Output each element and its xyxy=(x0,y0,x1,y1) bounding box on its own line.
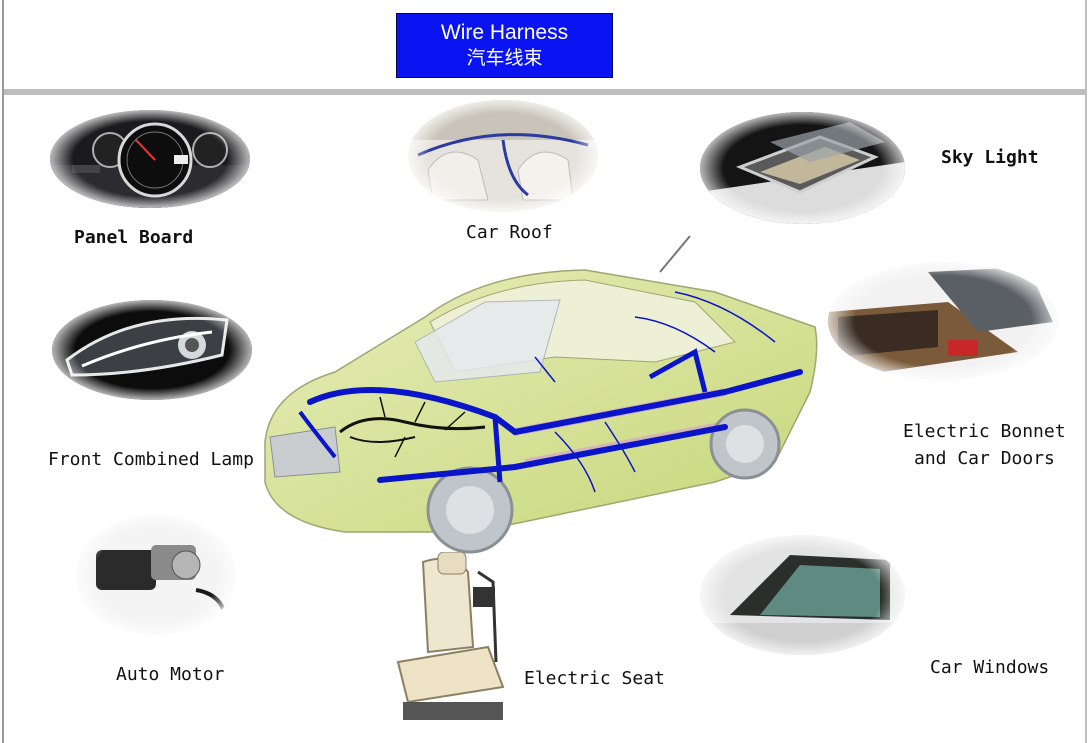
title-english: Wire Harness xyxy=(440,21,569,44)
left-border xyxy=(2,0,4,743)
electric-bonnet-label-line2: and Car Doors xyxy=(914,448,1055,469)
electric-seat-label: Electric Seat xyxy=(524,668,665,689)
car-roof-image xyxy=(408,100,598,212)
panel-board-label: Panel Board xyxy=(74,227,194,248)
front-lamp-image xyxy=(52,300,252,400)
header-divider xyxy=(4,89,1085,95)
electric-bonnet-image xyxy=(828,262,1058,380)
auto-motor-label: Auto Motor xyxy=(116,664,225,685)
car-windows-image xyxy=(700,535,905,655)
title-chinese: 汽车线束 xyxy=(466,47,543,69)
right-border xyxy=(1085,0,1087,743)
car-wire-harness-illustration xyxy=(255,232,820,566)
electric-bonnet-label-line1: Electric Bonnet xyxy=(903,421,1066,442)
front-combined-lamp-label: Front Combined Lamp xyxy=(48,449,254,470)
sky-light-image xyxy=(700,112,905,224)
sky-light-label: Sky Light xyxy=(941,147,1039,168)
car-roof-label: Car Roof xyxy=(466,222,553,243)
electric-seat-image xyxy=(378,551,518,730)
panel-board-image xyxy=(50,110,250,208)
car-windows-label: Car Windows xyxy=(930,657,1050,678)
title-box: Wire Harness 汽车线束 xyxy=(396,13,613,78)
auto-motor-image xyxy=(76,515,236,635)
